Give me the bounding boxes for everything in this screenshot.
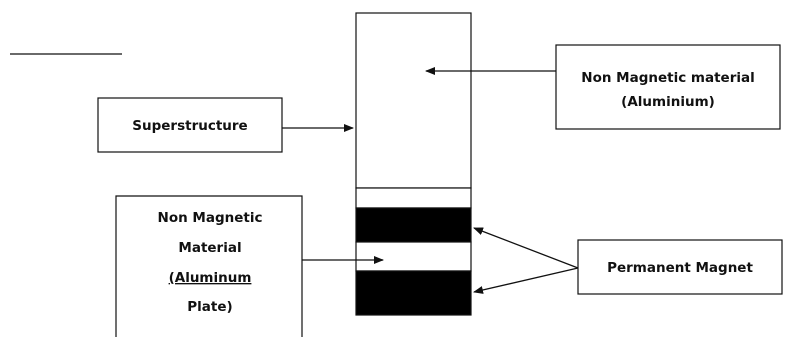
central-column — [355, 12, 472, 316]
permanent-magnet-label: Permanent Magnet — [607, 260, 753, 276]
permanent-magnet-lower — [355, 270, 472, 316]
non-magnetic-plate-line-3: (Aluminum — [169, 270, 252, 286]
non-magnetic-material-line-1: Non Magnetic material — [581, 70, 754, 86]
non-magnetic-plate-line-2: Material — [178, 240, 241, 256]
gap-layer-top — [355, 187, 472, 209]
non-magnetic-plate-label-box: Non Magnetic Material (Aluminum Plate) — [115, 195, 303, 337]
permanent-magnet-label-box: Permanent Magnet — [577, 239, 783, 295]
non-magnetic-material-line-2: (Aluminium) — [621, 94, 715, 110]
non-magnetic-plate-line-4: Plate) — [187, 299, 232, 315]
arrow-permanent-magnet-upper — [473, 227, 579, 269]
superstructure-label-box: Superstructure — [97, 97, 283, 153]
arrows — [282, 67, 579, 294]
aluminum-plate-layer — [355, 241, 472, 272]
non-magnetic-plate-line-1: Non Magnetic — [158, 210, 263, 226]
permanent-magnet-upper — [355, 207, 472, 243]
superstructure-label: Superstructure — [132, 118, 247, 134]
non-magnetic-material-label-box: Non Magnetic material (Aluminium) — [555, 44, 781, 130]
superstructure-block — [355, 12, 472, 189]
arrow-permanent-magnet-lower — [473, 267, 579, 294]
